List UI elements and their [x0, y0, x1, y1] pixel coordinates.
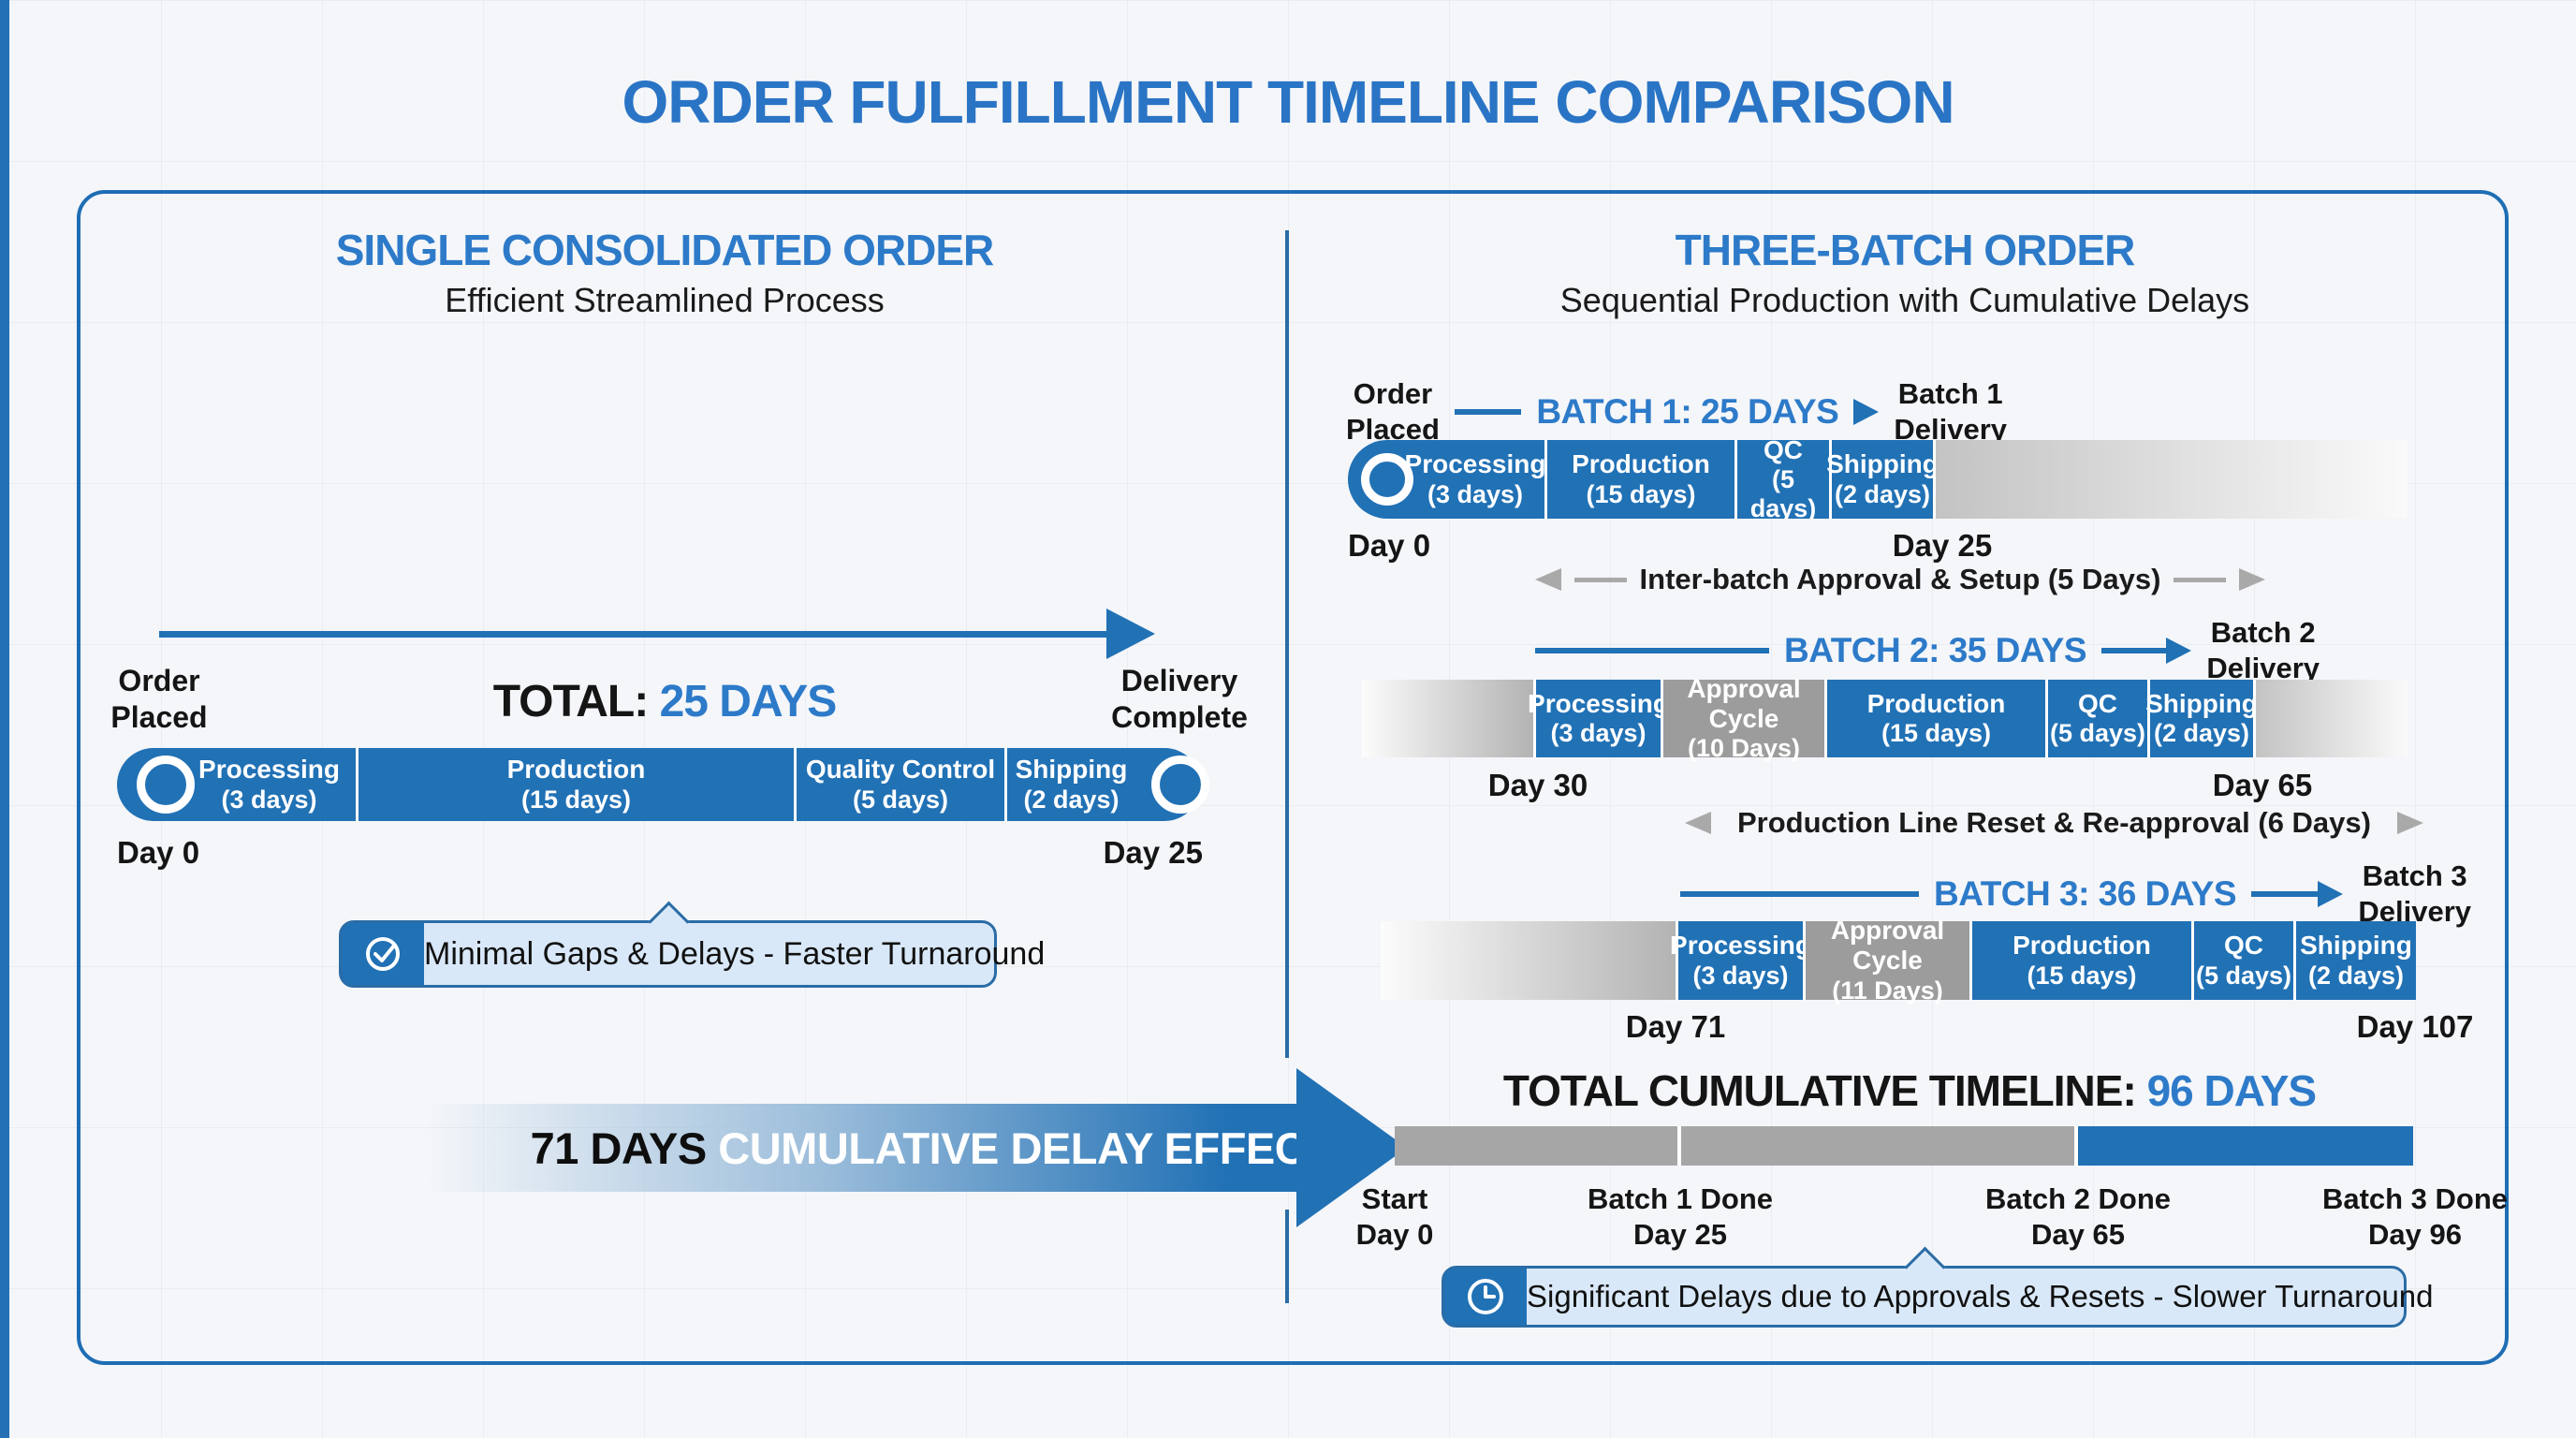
batch3-line-left	[1680, 891, 1919, 897]
left-segment-quality-control: Quality Control (5 days)	[797, 748, 1004, 821]
right-section-subheading: Sequential Production with Cumulative De…	[1559, 281, 2250, 319]
batch3-elapsed-timeline	[1381, 921, 1676, 1000]
gap2-text: Production Line Reset & Re-approval (6 D…	[1737, 806, 2371, 839]
batch3-line-right	[2251, 891, 2319, 897]
left-total-label: TOTAL: 25 DAYS	[492, 677, 838, 726]
batch2-line-right	[2101, 648, 2167, 653]
right-callout-text: Significant Delays due to Approvals & Re…	[1527, 1279, 2434, 1313]
batch3-segment-processing: Processing (3 days)	[1670, 921, 1811, 1000]
batch2-line-left	[1535, 648, 1769, 653]
left-day-end: Day 25	[1103, 835, 1203, 870]
cumulative-summary-bar	[1395, 1126, 2413, 1166]
batch1-label-row: Order Placed BATCH 1: 25 DAYS Batch 1 De…	[1346, 374, 2007, 449]
batch3-bar: Processing (3 days) Approval Cycle (11 D…	[1381, 916, 2416, 1005]
batch3-label-row: BATCH 3: 36 DAYS Batch 3 Delivery	[1680, 857, 2471, 932]
batch1-start-circle-icon	[1361, 453, 1413, 506]
left-start-label: Order Placed	[110, 664, 208, 735]
batch3-day-start: Day 71	[1625, 1009, 1726, 1044]
batch1-remaining-timeline	[1936, 440, 2408, 519]
milestone-batch1-done: Batch 1 Done Day 25	[1587, 1182, 1774, 1251]
panel-divider-bottom	[1285, 1210, 1289, 1303]
batch2-label: BATCH 2: 35 DAYS	[1784, 631, 2087, 669]
gap2-left-arrowhead	[1685, 812, 1711, 834]
batch1-segment-shipping: Shipping (2 days)	[1826, 440, 1939, 519]
left-callout-text: Minimal Gaps & Delays - Faster Turnaroun…	[424, 935, 1046, 972]
cumulative-delay-arrow: 71 DAYS CUMULATIVE DELAY EFFECT	[426, 1104, 1333, 1192]
batch1-segment-production: Production (15 days)	[1547, 440, 1734, 519]
start-node-circle-icon	[137, 756, 195, 814]
batch2-arrowhead	[2166, 638, 2192, 664]
check-icon	[342, 923, 424, 985]
batch2-segment-shipping: Shipping (2 days)	[2145, 680, 2258, 757]
page-title: ORDER FULFILLMENT TIMELINE COMPARISON	[622, 68, 1954, 136]
gap1-text: Inter-batch Approval & Setup (5 Days)	[1639, 563, 2161, 595]
right-callout: Significant Delays due to Approvals & Re…	[1442, 1246, 2434, 1328]
batch1-bar: Processing (3 days) Production (15 days)…	[1348, 440, 2408, 519]
gap1-right-arrowhead	[2239, 568, 2266, 591]
clock-icon	[1444, 1269, 1527, 1325]
left-section-subheading: Efficient Streamlined Process	[445, 281, 885, 319]
left-timeline-arrowhead	[1106, 609, 1155, 659]
summary-segment-batch3	[2078, 1126, 2413, 1166]
batch3-arrowhead	[2318, 881, 2344, 907]
summary-segment-batch1	[1395, 1126, 1677, 1166]
left-callout: Minimal Gaps & Delays - Faster Turnaroun…	[339, 901, 1045, 988]
batch1-day-end: Day 25	[1892, 528, 1993, 563]
milestone-batch3-done: Batch 3 Done Day 96	[2321, 1182, 2509, 1251]
batch3-label: BATCH 3: 36 DAYS	[1934, 874, 2237, 913]
gap1-line-right	[2174, 577, 2227, 582]
batch2-day-end: Day 65	[2212, 768, 2313, 802]
batch3-delivery-label: Batch 3 Delivery	[2358, 859, 2471, 928]
batch1-arrowhead	[1853, 399, 1880, 425]
milestone-start: Start Day 0	[1355, 1182, 1434, 1251]
batch1-delivery-label: Batch 1 Delivery	[1894, 377, 2007, 446]
batch2-label-row: BATCH 2: 35 DAYS Batch 2 Delivery	[1535, 613, 2320, 688]
end-node-circle-icon	[1151, 756, 1209, 814]
batch2-bar: Processing (3 days) Approval Cycle (10 D…	[1362, 674, 2408, 762]
cumulative-delay-text: 71 DAYS CUMULATIVE DELAY EFFECT	[530, 1123, 1333, 1173]
batch3-segment-approval-cycle: Approval Cycle (11 Days)	[1806, 916, 1969, 1005]
batch2-segment-qc: QC (5 days)	[2048, 680, 2147, 757]
interbatch-gap-note-1: Inter-batch Approval & Setup (5 Days)	[1535, 563, 2266, 596]
milestone-batch2-done: Batch 2 Done Day 65	[1984, 1182, 2172, 1251]
left-segment-production: Production (15 days)	[359, 748, 794, 821]
batch3-segment-shipping: Shipping (2 days)	[2296, 921, 2416, 1000]
batch1-label: BATCH 1: 25 DAYS	[1536, 392, 1839, 431]
left-timeline-arrow-line	[159, 631, 1106, 638]
left-section-heading: SINGLE CONSOLIDATED ORDER	[335, 226, 995, 274]
right-section-heading: THREE-BATCH ORDER	[1675, 226, 2136, 274]
left-edge-accent-bar	[0, 0, 9, 1438]
batch1-segment-qc: QC (5 days)	[1737, 440, 1829, 519]
panel-divider-top	[1285, 230, 1289, 1058]
left-timeline-bar: Processing (3 days) Production (15 days)…	[117, 748, 1201, 821]
batch2-remaining-timeline	[2256, 680, 2408, 757]
batch3-segment-production: Production (15 days)	[1972, 921, 2191, 1000]
batch3-segment-qc: QC (5 days)	[2194, 921, 2293, 1000]
gap2-right-arrowhead	[2396, 812, 2423, 834]
interbatch-gap-note-2: Production Line Reset & Re-approval (6 D…	[1685, 806, 2423, 840]
batch2-segment-approval-cycle: Approval Cycle (10 Days)	[1663, 674, 1824, 762]
gap1-left-arrowhead	[1535, 568, 1561, 591]
left-day-start: Day 0	[117, 835, 200, 870]
gap1-line-left	[1574, 577, 1627, 582]
batch2-segment-production: Production (15 days)	[1827, 680, 2045, 757]
cumulative-delay-arrowhead	[1296, 1068, 1407, 1227]
batch2-elapsed-timeline	[1362, 680, 1533, 757]
comparison-panel-border	[77, 190, 2509, 1365]
left-end-label: Delivery Complete	[1111, 664, 1248, 735]
right-total-label: TOTAL CUMULATIVE TIMELINE: 96 DAYS	[1502, 1066, 2317, 1115]
batch1-start-label: Order Placed	[1346, 377, 1440, 446]
left-segment-processing: Processing (3 days)	[117, 748, 356, 821]
batch1-line-left	[1454, 409, 1522, 415]
batch2-segment-processing: Processing (3 days)	[1528, 680, 1669, 757]
batch2-delivery-label: Batch 2 Delivery	[2206, 616, 2320, 684]
summary-segment-batch2	[1681, 1126, 2074, 1166]
batch1-day-start: Day 0	[1348, 528, 1431, 563]
batch3-day-end: Day 107	[2356, 1009, 2474, 1044]
batch2-day-start: Day 30	[1487, 768, 1588, 802]
